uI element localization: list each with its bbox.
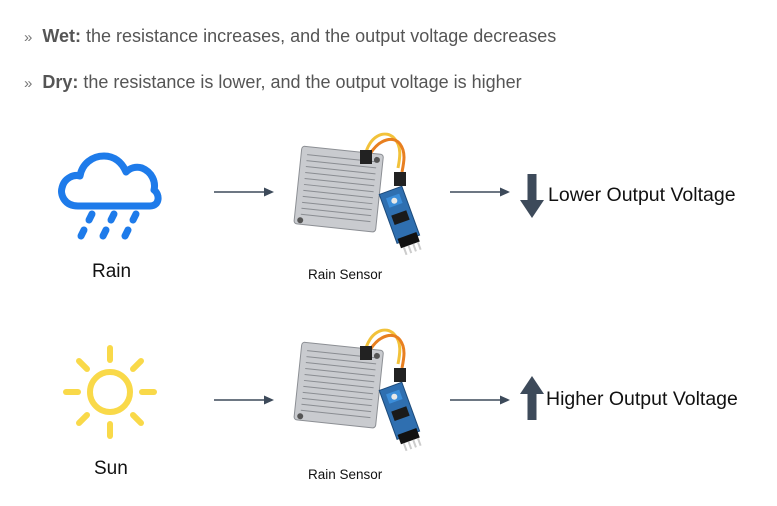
bullet-wet: » Wet: the resistance increases, and the … [24, 26, 556, 47]
sensor-label: Rain Sensor [308, 267, 383, 282]
result-label-lower: Lower Output Voltage [548, 184, 736, 206]
sensor-label: Rain Sensor [308, 467, 383, 482]
result-label-higher: Higher Output Voltage [546, 388, 738, 410]
arrow-right-icon [450, 395, 510, 405]
arrow-up-icon [520, 376, 544, 420]
bullet-term: Dry: [42, 72, 79, 92]
arrow-right-icon [214, 187, 274, 197]
rain-sensor-image [293, 328, 422, 452]
condition-label-rain: Rain [92, 261, 132, 282]
arrow-down-icon [520, 174, 544, 218]
bullet-text: the resistance increases, and the output… [81, 26, 557, 46]
bullet-dry: » Dry: the resistance is lower, and the o… [24, 72, 522, 93]
arrow-right-icon [214, 395, 274, 405]
arrow-right-icon [450, 187, 510, 197]
rain-cloud-icon [58, 152, 162, 240]
sun-icon [63, 345, 157, 439]
rain-sensor-image [293, 132, 422, 256]
bullet-term: Wet: [42, 26, 82, 46]
condition-label-sun: Sun [94, 458, 128, 479]
bullet-marker: » [24, 29, 33, 46]
rain-sensor-diagram: Rain [38, 118, 743, 503]
bullet-marker: » [24, 75, 33, 92]
bullet-text: the resistance is lower, and the output … [78, 72, 522, 92]
